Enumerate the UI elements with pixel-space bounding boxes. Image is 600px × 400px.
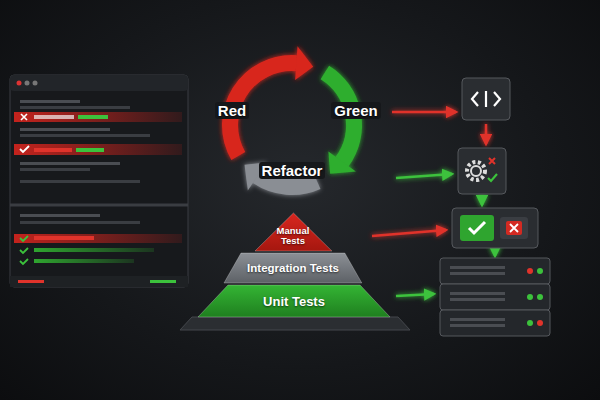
- art-rect: [20, 100, 80, 103]
- art-line: [372, 230, 446, 236]
- art-rect: [500, 217, 528, 239]
- art-rect: [20, 106, 130, 109]
- green-step-head: [328, 151, 356, 173]
- art-rect: [20, 128, 110, 131]
- build-gear-icon: [458, 148, 506, 194]
- art-rect: [10, 75, 188, 91]
- art-rect: [460, 215, 494, 241]
- art-rect: [34, 236, 94, 240]
- tier-text-area: Manual Tests: [255, 213, 332, 251]
- art-rect: [20, 214, 100, 217]
- art-rect: [440, 284, 550, 310]
- art-rect: [20, 134, 150, 137]
- art-path: [488, 174, 497, 181]
- art-rect: [34, 115, 74, 119]
- server-slot: [450, 324, 505, 327]
- art-path: [489, 158, 495, 164]
- art-line: [485, 124, 488, 144]
- art-line: [10, 204, 188, 207]
- art-circle: [527, 294, 533, 300]
- art-rect: [20, 162, 120, 165]
- art-circle: [25, 81, 30, 86]
- art-rect: [458, 148, 506, 194]
- tier-label: Manual Tests: [271, 226, 315, 246]
- tier-outline: [255, 213, 332, 251]
- art-rect: [14, 144, 182, 155]
- art-path: [20, 236, 28, 241]
- cycle-step-label: Green: [331, 102, 380, 119]
- art-circle: [33, 81, 38, 86]
- art-rect: [10, 75, 188, 287]
- red-step-head: [295, 46, 313, 80]
- art-circle: [537, 294, 543, 300]
- test-result-icon: [452, 208, 538, 248]
- art-rect: [20, 180, 140, 183]
- art-line: [396, 174, 452, 178]
- art-line: [396, 294, 434, 296]
- art-rect: [34, 259, 134, 263]
- tier-outline: [198, 285, 390, 317]
- art-circle: [537, 268, 543, 274]
- art-circle: [527, 268, 533, 274]
- art-path: [510, 224, 518, 232]
- manual-tests-tier: Manual Tests: [255, 213, 332, 251]
- art-path: [469, 222, 485, 233]
- server-icon: [440, 258, 550, 336]
- cycle-step-label: Refactor: [259, 162, 326, 179]
- server-slot: [450, 266, 505, 269]
- art-rect: [76, 148, 104, 152]
- art-rect: [18, 280, 44, 283]
- code-icon: [462, 78, 510, 120]
- server-slot: [450, 298, 505, 301]
- art-g: [450, 266, 505, 327]
- integration-tests-tier: Integration Tests: [224, 253, 362, 283]
- art-circle: [537, 320, 543, 326]
- tier-label: Unit Tests: [263, 294, 325, 309]
- tier-label: Integration Tests: [247, 262, 339, 274]
- server-slot: [450, 318, 505, 321]
- art-circle: [467, 162, 485, 180]
- art-rect: [14, 234, 182, 243]
- art-rect: [150, 280, 176, 283]
- tier-text-area: Integration Tests: [224, 253, 362, 283]
- art-rect: [440, 310, 550, 336]
- art-path: [20, 259, 28, 264]
- code-editor: [10, 75, 188, 287]
- art-path: [472, 92, 500, 106]
- art-rect: [34, 148, 72, 152]
- unit-tests-tier: Unit Tests: [198, 285, 390, 317]
- art-rect: [506, 221, 522, 235]
- art-circle: [17, 81, 22, 86]
- server-slot: [450, 292, 505, 295]
- art-line: [494, 250, 497, 256]
- art-rect: [452, 208, 538, 248]
- cycle-step-label: Red: [215, 102, 249, 119]
- art-line: [481, 197, 484, 205]
- art-rect: [14, 112, 182, 122]
- tier-outline: [224, 253, 362, 283]
- art-rect: [78, 115, 108, 119]
- art-rect: [34, 248, 154, 252]
- art-rect: [440, 258, 550, 284]
- art-rect: [462, 78, 510, 120]
- art-rect: [20, 221, 140, 224]
- art-circle: [527, 320, 533, 326]
- art-path: [20, 146, 29, 152]
- server-slot: [450, 272, 505, 275]
- art-rect: [20, 168, 90, 171]
- pyramid-base: [180, 317, 410, 330]
- art-rect: [10, 276, 188, 287]
- art-path: [21, 114, 27, 120]
- tier-text-area: Unit Tests: [198, 285, 390, 317]
- art-line: [485, 91, 487, 107]
- art-line: [392, 111, 456, 114]
- art-circle: [471, 166, 481, 176]
- art-path: [20, 248, 28, 253]
